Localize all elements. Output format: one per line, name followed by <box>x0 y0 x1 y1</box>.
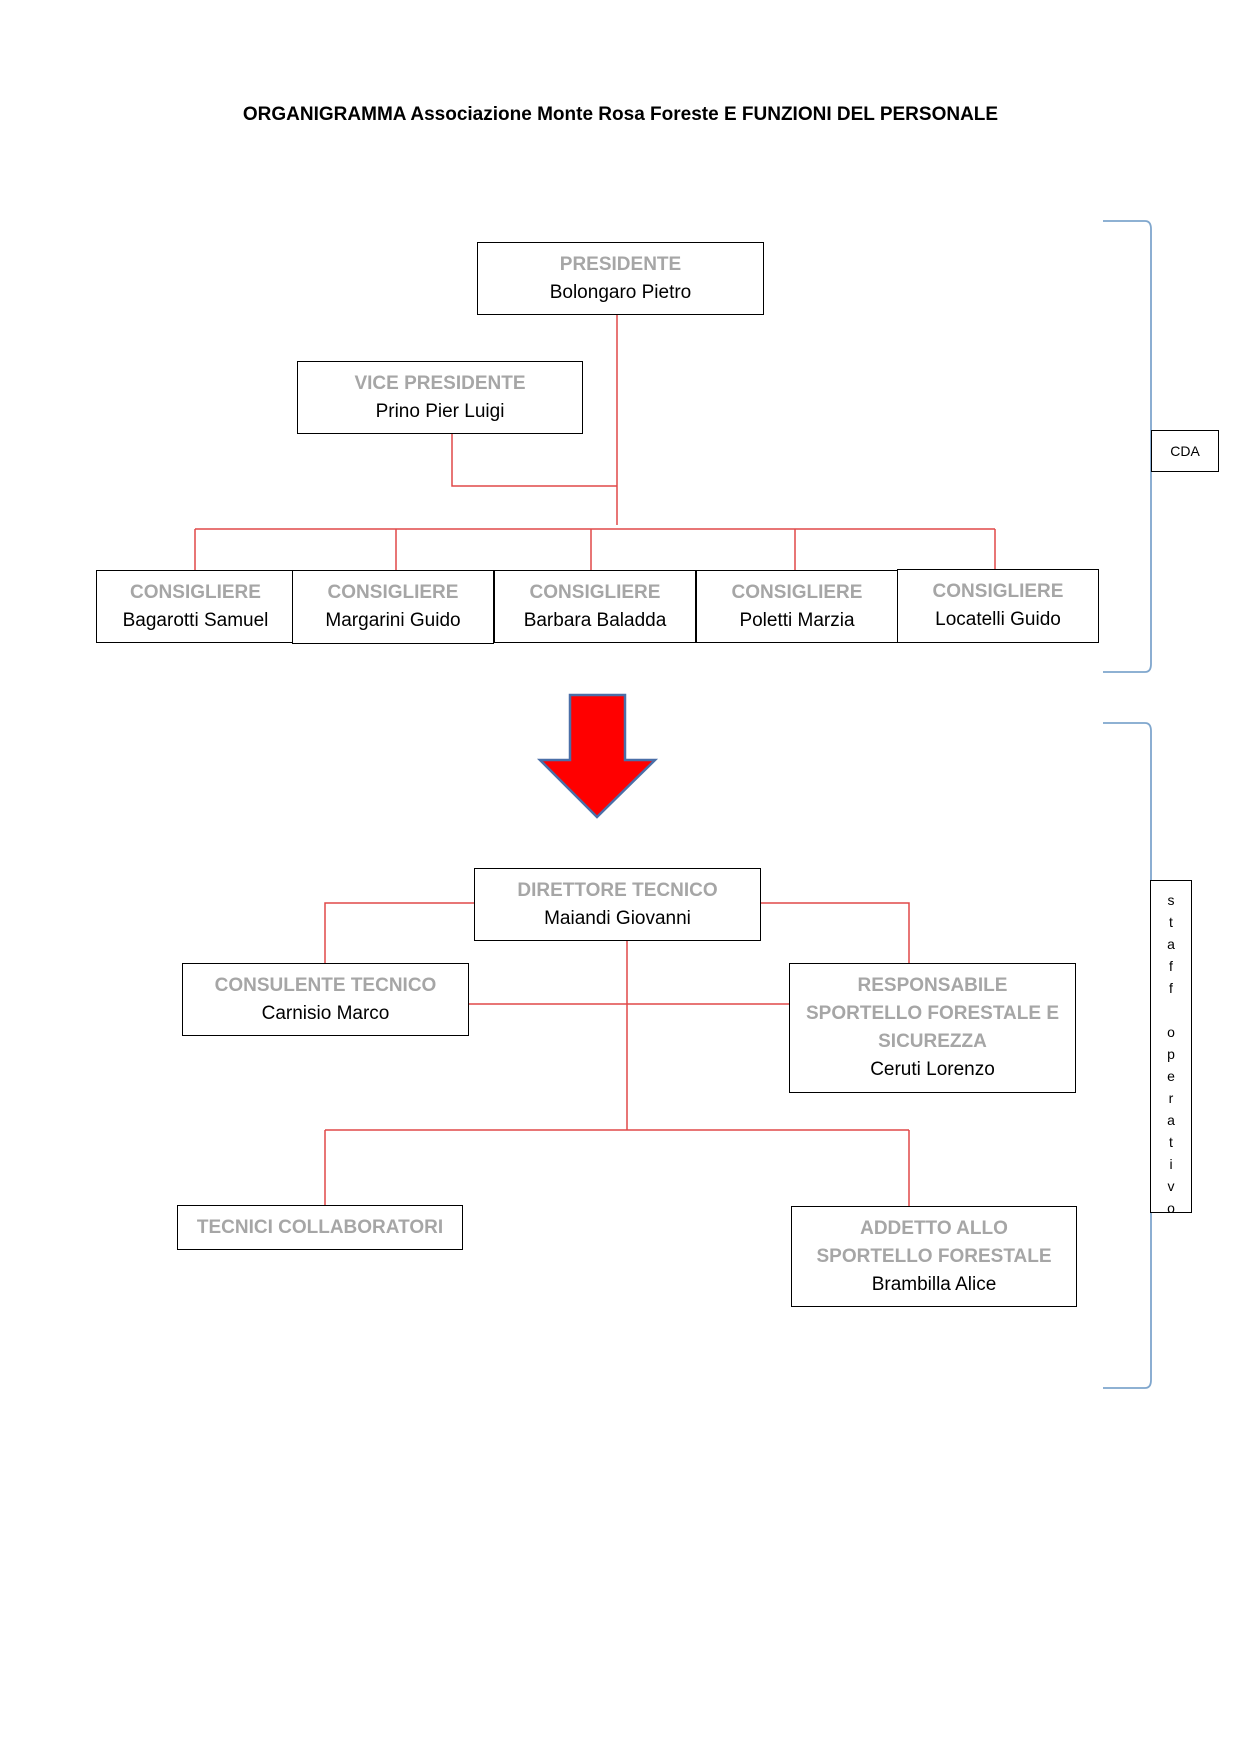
role-label: DIRETTORE TECNICO <box>517 879 718 901</box>
staff-operativo-char: r <box>1168 1090 1174 1106</box>
staff-operativo-char: v <box>1167 1178 1175 1194</box>
box-consulente-tecnico: CONSULENTE TECNICO Carnisio Marco <box>182 963 469 1036</box>
staff-connectors <box>324 902 910 1206</box>
role-label: ADDETTO ALLO SPORTELLO FORESTALE <box>816 1217 1052 1267</box>
staff-operativo-char: o <box>1167 1024 1175 1040</box>
role-label: CONSIGLIERE <box>731 581 863 603</box>
box-direttore-tecnico: DIRETTORE TECNICO Maiandi Giovanni <box>474 868 761 941</box>
person-name: Locatelli Guido <box>935 609 1061 630</box>
box-vice-presidente: VICE PRESIDENTE Prino Pier Luigi <box>297 361 583 434</box>
role-label: CONSIGLIERE <box>130 581 261 603</box>
staff-bracket <box>1103 722 1152 1389</box>
role-label: CONSULENTE TECNICO <box>214 974 437 996</box>
box-consigliere-4: CONSIGLIERE Poletti Marzia <box>696 570 898 643</box>
person-name: Carnisio Marco <box>261 1002 390 1024</box>
staff-operativo-char: f <box>1169 958 1173 974</box>
person-name: Barbara Baladda <box>523 609 667 631</box>
box-presidente: PRESIDENTE Bolongaro Pietro <box>477 242 764 315</box>
person-name: Ceruti Lorenzo <box>870 1059 995 1080</box>
staff-operativo-char <box>1151 999 1191 1021</box>
box-consigliere-1: CONSIGLIERE Bagarotti Samuel <box>96 570 295 643</box>
role-label: CONSIGLIERE <box>932 581 1064 602</box>
staff-operativo-char: t <box>1169 914 1173 930</box>
box-consigliere-5: CONSIGLIERE Locatelli Guido <box>897 569 1099 643</box>
board-connectors <box>194 315 996 570</box>
staff-operativo-char: p <box>1167 1046 1175 1062</box>
person-name: Brambilla Alice <box>871 1273 997 1295</box>
person-name: Bolongaro Pietro <box>549 281 692 303</box>
staff-operativo-char: i <box>1169 1156 1173 1172</box>
person-name: Prino Pier Luigi <box>375 400 505 422</box>
staff-operativo-char: a <box>1167 936 1175 952</box>
person-name: Maiandi Giovanni <box>544 907 691 929</box>
box-addetto-sportello: ADDETTO ALLO SPORTELLO FORESTALE Brambil… <box>791 1206 1077 1307</box>
cda-bracket <box>1103 220 1152 673</box>
role-label: VICE PRESIDENTE <box>354 372 526 394</box>
person-name: Poletti Marzia <box>739 609 855 631</box>
box-tecnici-collaboratori: TECNICI COLLABORATORI <box>177 1205 463 1250</box>
down-arrow-icon <box>536 693 659 819</box>
page-title: ORGANIGRAMMA Associazione Monte Rosa For… <box>242 104 999 125</box>
staff-operativo-char: t <box>1169 1134 1173 1150</box>
role-label: RESPONSABILE SPORTELLO FORESTALE E SICUR… <box>806 975 1059 1052</box>
cda-label: CDA <box>1151 430 1219 472</box>
staff-operativo-char: o <box>1167 1200 1175 1213</box>
person-name: Margarini Guido <box>325 610 461 631</box>
staff-operativo-char: f <box>1169 980 1173 996</box>
staff-operativo-char: e <box>1167 1068 1175 1084</box>
role-label: CONSIGLIERE <box>327 582 459 603</box>
role-label: CONSIGLIERE <box>529 581 661 603</box>
box-consigliere-2: CONSIGLIERE Margarini Guido <box>292 570 494 644</box>
role-label: TECNICI COLLABORATORI <box>196 1216 444 1238</box>
person-name: Bagarotti Samuel <box>122 609 269 631</box>
box-responsabile-sportello: RESPONSABILE SPORTELLO FORESTALE E SICUR… <box>789 963 1076 1093</box>
staff-operativo-char: a <box>1167 1112 1175 1128</box>
role-label: PRESIDENTE <box>559 253 682 275</box>
staff-operativo-char: s <box>1167 892 1175 908</box>
box-consigliere-3: CONSIGLIERE Barbara Baladda <box>494 570 696 643</box>
